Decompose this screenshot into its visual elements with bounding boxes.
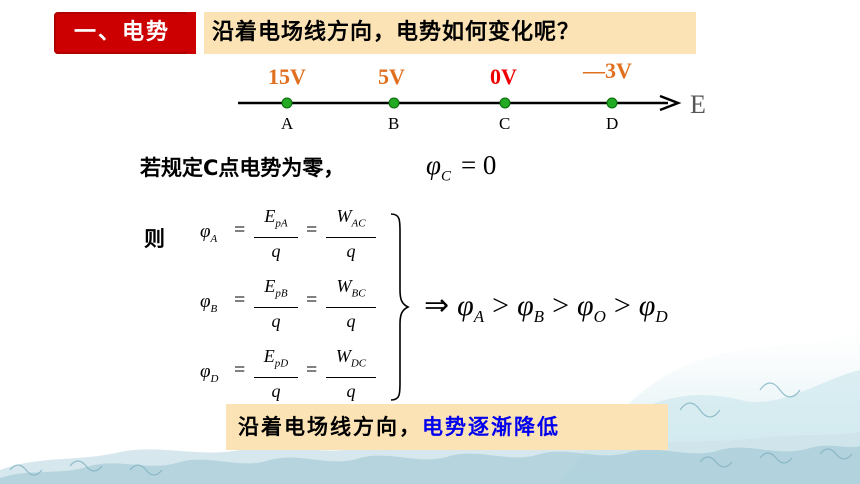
result-inequality: ⇒φA>φB>φO>φD (424, 289, 668, 326)
section-title-badge: 一、电势 (54, 12, 190, 54)
point-b-label: B (388, 114, 400, 133)
point-c-dot (499, 97, 511, 109)
phi-b-symbol: φB (200, 291, 218, 315)
equals-sign: = (234, 359, 246, 381)
phi-d-symbol: φD (200, 361, 219, 385)
point-b-potential: 5V (378, 64, 405, 89)
conclusion-box: 沿着电场线方向，电势逐渐降低 (226, 404, 668, 450)
question-box: 沿着电场线方向，电势如何变化呢？ (204, 12, 696, 54)
point-a-potential: 15V (268, 64, 306, 89)
point-a-dot (281, 97, 293, 109)
field-line-diagram (238, 94, 682, 112)
question-text: 沿着电场线方向，电势如何变化呢？ (212, 20, 581, 45)
rule-text: 若规定C点电势为零， (140, 156, 345, 180)
derivation-lead: 则 (144, 227, 165, 251)
equals-sign: = (306, 359, 318, 381)
phi-a-symbol: φA (200, 221, 218, 245)
point-c-label: C (499, 114, 511, 133)
point-b-dot (388, 97, 400, 109)
equals-sign: = (306, 219, 318, 241)
equals-sign: = (306, 289, 318, 311)
right-brace (390, 213, 410, 401)
conclusion-text: 沿着电场线方向， (238, 415, 422, 439)
phi-c-formula: φC= 0 (426, 150, 497, 185)
conclusion-highlight: 电势逐渐降低 (422, 415, 560, 439)
point-d-label: D (606, 114, 619, 133)
section-title: 一、电势 (73, 20, 170, 45)
point-c-potential: 0V (490, 64, 517, 89)
equals-sign: = (234, 219, 246, 241)
field-arrowhead-icon (659, 94, 682, 112)
point-d-potential: —3V (583, 58, 632, 83)
equals-sign: = (234, 289, 246, 311)
field-direction-label: E (690, 90, 706, 119)
title-accent-bar (188, 12, 196, 54)
point-a-label: A (281, 114, 294, 133)
point-d-dot (606, 97, 618, 109)
